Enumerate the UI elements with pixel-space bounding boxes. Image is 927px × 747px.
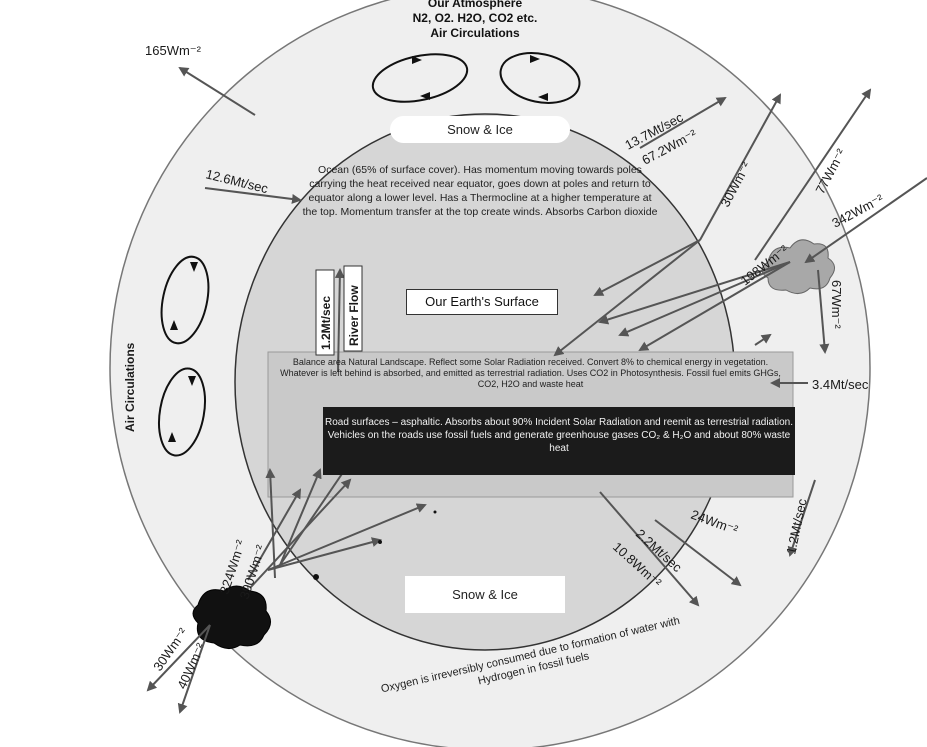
atmosphere-title-block: Our Atmosphere N2, O2. H2O, CO2 etc. Air…	[340, 0, 610, 41]
dots	[313, 510, 437, 580]
label-165: 165Wm⁻²	[145, 43, 202, 58]
cloud-dark	[192, 585, 271, 649]
air-circulation-top-label: Air Circulations	[430, 26, 520, 40]
atmosphere-title: Our Atmosphere	[427, 0, 523, 10]
label-67: 67Wm⁻²	[829, 280, 844, 329]
flow-arrows	[146, 66, 927, 714]
cloud-light	[761, 239, 835, 294]
ocean-description: Ocean (65% of surface cover). Has moment…	[302, 164, 658, 218]
label-3-4: 3.4Mt/sec	[812, 377, 869, 392]
circulation-loops	[158, 52, 581, 457]
label-342: 342Wm⁻²	[829, 191, 886, 231]
road-surface-box: Road surfaces – asphaltic. Absorbs about…	[323, 407, 795, 475]
river-flow-label: River Flow	[347, 285, 361, 346]
landscape-description: Balance area Natural Landscape. Reflect …	[280, 357, 781, 389]
label-77: 77Wm⁻²	[812, 146, 848, 197]
earth-surface-label: Our Earth's Surface	[406, 289, 558, 315]
snow-ice-top: Snow & Ice	[390, 116, 570, 143]
river-rate-box	[315, 269, 335, 356]
air-circulation-side-label: Air Circulations	[123, 342, 137, 432]
atmosphere-gases: N2, O2. H2O, CO2 etc.	[412, 11, 538, 25]
snow-ice-bottom: Snow & Ice	[405, 576, 565, 613]
circulation-arrowheads	[168, 55, 548, 442]
river-rate-label: 1.2Mt/sec	[319, 296, 333, 350]
river-flow-box	[343, 265, 363, 352]
